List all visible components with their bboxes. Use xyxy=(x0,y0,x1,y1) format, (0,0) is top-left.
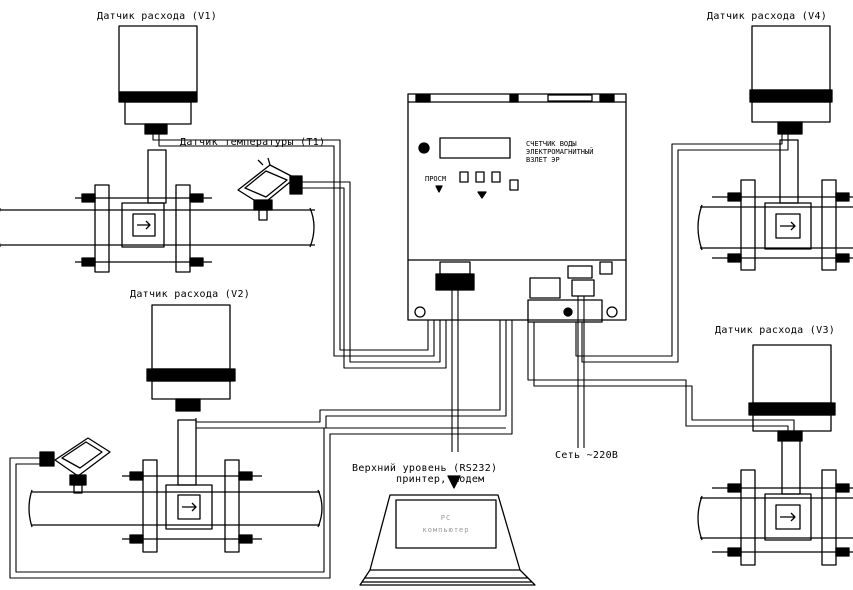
sensor-v3-head xyxy=(748,344,836,442)
sensor-v1-head xyxy=(118,25,198,135)
label-panel-btn: ПРОСМ xyxy=(425,175,447,183)
pipe-4 xyxy=(697,204,853,251)
label-panel-2: ЭЛЕКТРОМАГНИТНЫЙ xyxy=(526,148,594,156)
pc-computer xyxy=(359,475,536,586)
label-sensor-v2: Датчик расхода (V2) xyxy=(130,289,251,300)
sensor-v2-head xyxy=(146,304,236,412)
label-upper-level: Верхний уровень (RS232) xyxy=(352,463,498,474)
label-sensor-v3: Датчик расхода (V3) xyxy=(715,325,836,336)
label-pc-line1: PC xyxy=(440,514,452,522)
label-sensor-v4: Датчик расхода (V4) xyxy=(707,11,828,22)
label-panel-3: ВЗЛЕТ ЭР xyxy=(526,156,560,164)
label-mains: Сеть ~220В xyxy=(555,450,619,461)
pipe-2 xyxy=(28,489,323,528)
flange-v3 xyxy=(712,435,853,566)
sensor-v4-head xyxy=(749,25,833,135)
temp-sensor-2 xyxy=(39,437,111,494)
flange-v1 xyxy=(75,149,212,273)
temp-sensor-t1 xyxy=(237,157,303,221)
label-temp-sensor: Датчик температуры (T1) xyxy=(180,137,326,148)
label-sensor-v1: Датчик расхода (V1) xyxy=(97,11,218,22)
label-pc-line2: компьютер xyxy=(422,526,470,534)
label-panel-1: СЧЕТЧИК ВОДЫ xyxy=(526,140,577,148)
pipe-1 xyxy=(0,207,315,248)
flange-v4 xyxy=(712,139,853,271)
pipe-3 xyxy=(697,495,853,541)
flange-v2 xyxy=(122,419,262,553)
controller-unit xyxy=(407,93,627,323)
label-printer-modem: принтер, модем xyxy=(396,474,485,485)
cables xyxy=(9,134,795,579)
